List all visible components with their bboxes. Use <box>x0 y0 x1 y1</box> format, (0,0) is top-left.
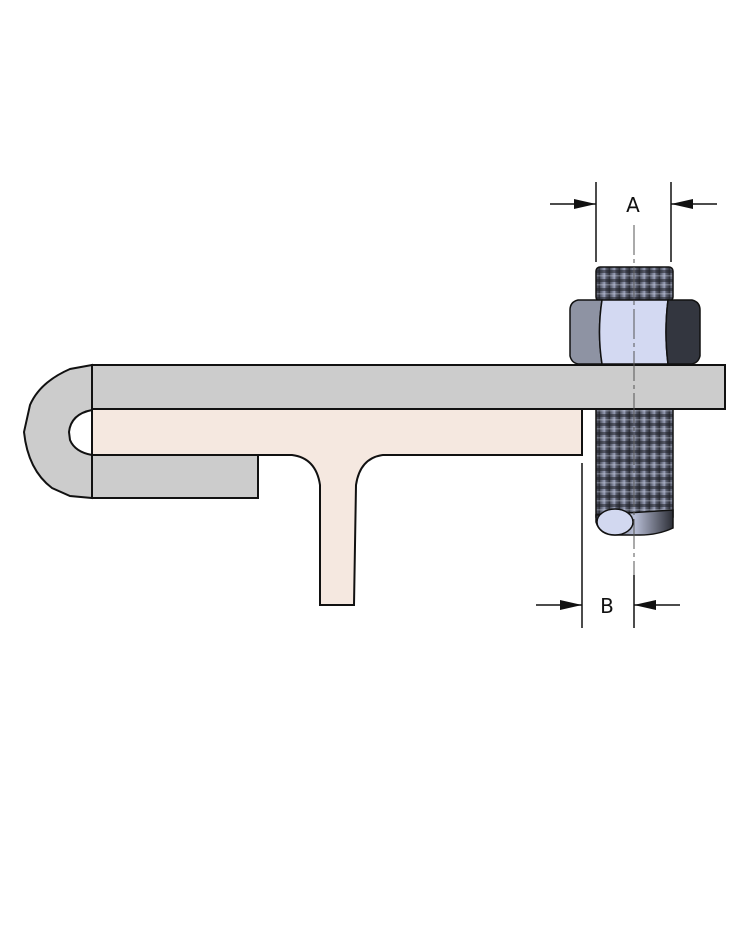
beam-section <box>91 408 583 606</box>
dimension-a <box>550 182 717 262</box>
dimension-b-label: B <box>600 594 614 618</box>
bolt-break-face <box>596 508 634 536</box>
clamp-hook <box>22 363 93 500</box>
clamp-lower-leg <box>91 454 259 499</box>
clamp-top-plate <box>91 364 726 410</box>
dimension-b <box>536 463 680 628</box>
hex-nut <box>569 299 701 365</box>
dimension-a-label: A <box>626 193 640 217</box>
